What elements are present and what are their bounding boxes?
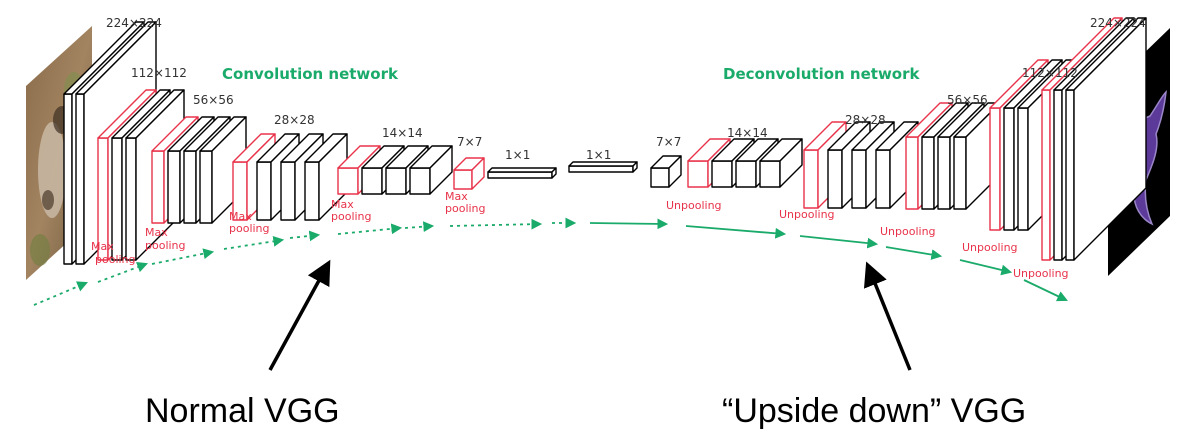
max-pooling-label-2b: pooling — [145, 239, 186, 252]
dim-label-7-right: 7×7 — [656, 135, 681, 149]
max-pooling-label-1b: pooling — [95, 253, 136, 266]
flow-arrow-1 — [33, 281, 88, 306]
flow-arrow-5 — [289, 230, 321, 242]
max-pooling-label-4b: pooling — [331, 210, 372, 223]
max-pooling-label-3a: Max — [229, 210, 252, 223]
max-pooling-label-3b: pooling — [229, 222, 270, 235]
flow-arrow-8 — [449, 218, 543, 230]
max-pooling-label-2a: Max — [145, 226, 168, 239]
dim-label-14-left: 14×14 — [382, 126, 423, 140]
dim-label-224-left: 224×224 — [106, 16, 162, 30]
flow-arrow-12 — [799, 235, 879, 249]
fc-layer-right — [568, 161, 638, 173]
layer-blocks — [63, 17, 1147, 265]
dim-label-56-left: 56×56 — [193, 93, 234, 107]
dim-label-112-right: 112×112 — [1022, 66, 1078, 80]
dim-label-224-right: 224×224 — [1090, 16, 1146, 30]
flow-arrow-3 — [151, 248, 215, 265]
flow-arrow-10 — [589, 218, 669, 230]
unpooling-label-2: Unpooling — [779, 208, 835, 221]
normal-vgg-caption: Normal VGG — [145, 392, 340, 430]
flow-arrow-14 — [959, 259, 1013, 276]
unpooling-label-1: Unpooling — [666, 199, 722, 212]
decoder-layer-23 — [759, 138, 803, 188]
flow-arrow-15 — [1023, 279, 1068, 302]
upside-down-vgg-caption: “Upside down” VGG — [722, 392, 1026, 430]
dim-label-1-right: 1×1 — [586, 148, 611, 162]
max-pooling-label-4a: Max — [331, 198, 354, 211]
flow-arrows — [33, 217, 1068, 306]
dim-label-7-left: 7×7 — [457, 135, 482, 149]
convolution-network-title: Convolution network — [222, 65, 399, 83]
encoder-layer-13 — [304, 133, 348, 221]
arrow-to-normal-vgg — [268, 259, 331, 371]
decoder-layer-19 — [650, 155, 682, 188]
dim-label-28-left: 28×28 — [274, 113, 315, 127]
flow-arrow-7 — [404, 221, 435, 233]
encoder-layer-17 — [409, 145, 453, 195]
deconvolution-network-title: Deconvolution network — [723, 65, 921, 83]
arrow-to-upside-down-vgg — [863, 261, 912, 371]
dim-label-28-right: 28×28 — [845, 113, 886, 127]
max-pooling-label-5b: pooling — [445, 202, 486, 215]
flow-arrow-2 — [97, 261, 149, 283]
dim-label-112-left: 112×112 — [131, 66, 187, 80]
max-pooling-labels: Max pooling Max pooling Max pooling Max … — [91, 190, 486, 266]
dim-label-56-right: 56×56 — [947, 93, 988, 107]
max-pooling-label-1a: Max — [91, 240, 114, 253]
max-pooling-label-5a: Max — [445, 190, 468, 203]
flow-arrow-6 — [337, 223, 403, 235]
fc-layer-left — [487, 167, 557, 179]
flow-arrow-11 — [685, 225, 787, 239]
unpooling-label-4: Unpooling — [962, 241, 1018, 254]
unpooling-label-5: Unpooling — [1013, 267, 1069, 280]
unpooling-label-3: Unpooling — [880, 225, 936, 238]
encoder-layer-18 — [453, 157, 485, 190]
unpooling-labels: Unpooling Unpooling Unpooling Unpooling … — [666, 199, 1069, 280]
decoder-layer-37 — [1065, 17, 1147, 261]
dim-label-1-left: 1×1 — [505, 148, 530, 162]
flow-arrow-13 — [885, 246, 943, 260]
dim-label-14-right: 14×14 — [727, 126, 768, 140]
flow-arrow-4 — [223, 235, 285, 250]
